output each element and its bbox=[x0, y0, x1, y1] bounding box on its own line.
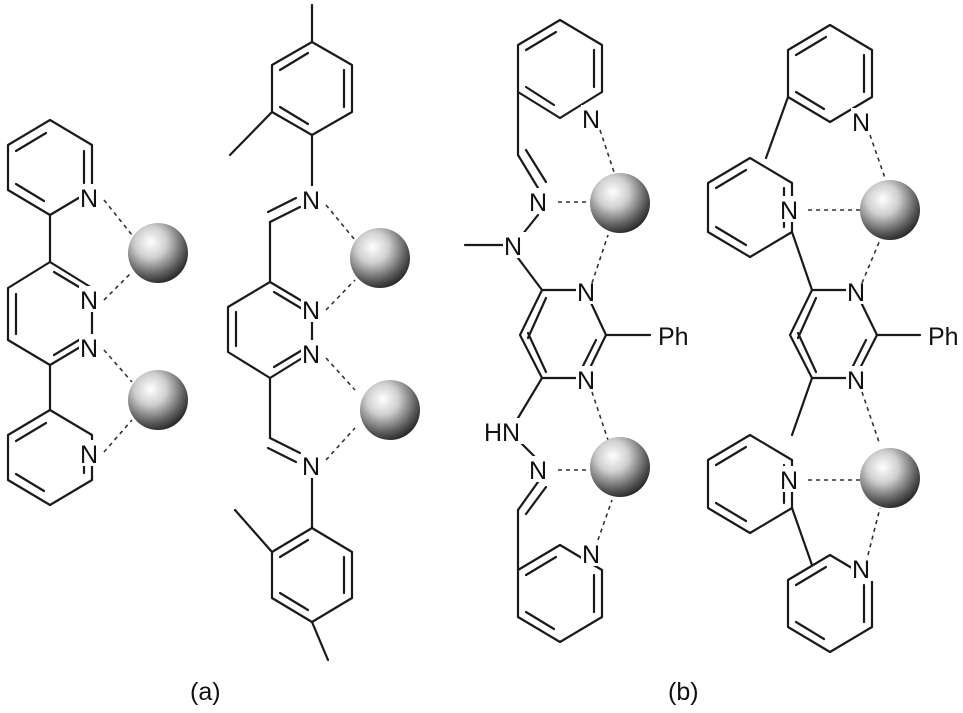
atom-n-imine-top: N bbox=[529, 189, 547, 217]
atom-n-pyrimidine-1: N bbox=[847, 279, 865, 307]
panel-caption-b: (b) bbox=[668, 678, 699, 706]
molecule-a1: N N N N bbox=[6, 118, 188, 507]
metal-sphere-icon bbox=[590, 173, 650, 233]
metal-sphere-icon bbox=[860, 448, 920, 508]
atom-n-imine-top: N bbox=[302, 187, 320, 215]
atom-nh-hydrazone: HN bbox=[484, 419, 520, 447]
atom-n-pyridine-3: N bbox=[780, 467, 798, 495]
atom-phenyl: Ph bbox=[928, 323, 959, 351]
atom-n-bottom-pyridine: N bbox=[80, 441, 98, 469]
atom-phenyl: Ph bbox=[658, 323, 689, 351]
panel-caption-a: (a) bbox=[190, 678, 221, 706]
molecule-b2: N N N N Ph N N bbox=[706, 23, 959, 654]
atom-n-imine-bottom: N bbox=[529, 457, 547, 485]
atom-n-pyridine-top: N bbox=[582, 106, 600, 134]
metal-sphere-icon bbox=[860, 180, 920, 240]
atom-n-pyridine-4: N bbox=[852, 556, 870, 584]
atom-n-pyridazine-1: N bbox=[80, 287, 98, 315]
atom-n-pyrimidine-2: N bbox=[847, 367, 865, 395]
atom-n-pyridine-bottom: N bbox=[582, 541, 600, 569]
atom-n-methyl: N bbox=[504, 233, 522, 261]
atom-n-pyridazine-2: N bbox=[80, 335, 98, 363]
metal-sphere-icon bbox=[590, 437, 650, 497]
metal-sphere-icon bbox=[350, 228, 410, 288]
metal-sphere-icon bbox=[128, 223, 188, 283]
atom-n-pyridine-2: N bbox=[780, 197, 798, 225]
molecule-a2: N N N N bbox=[226, 3, 420, 662]
atom-n-pyridazine-2: N bbox=[302, 341, 320, 369]
metal-sphere-icon bbox=[360, 380, 420, 440]
atom-n-top-pyridine: N bbox=[80, 185, 98, 213]
atom-n-pyrimidine-2: N bbox=[577, 367, 595, 395]
atom-n-imine-bottom: N bbox=[302, 453, 320, 481]
atom-n-pyrimidine-1: N bbox=[577, 279, 595, 307]
atom-n-pyridine-1: N bbox=[852, 109, 870, 137]
atom-n-pyridazine-1: N bbox=[302, 297, 320, 325]
molecule-b1: N N N N N Ph HN N N bbox=[463, 18, 689, 644]
metal-sphere-icon bbox=[128, 370, 188, 430]
